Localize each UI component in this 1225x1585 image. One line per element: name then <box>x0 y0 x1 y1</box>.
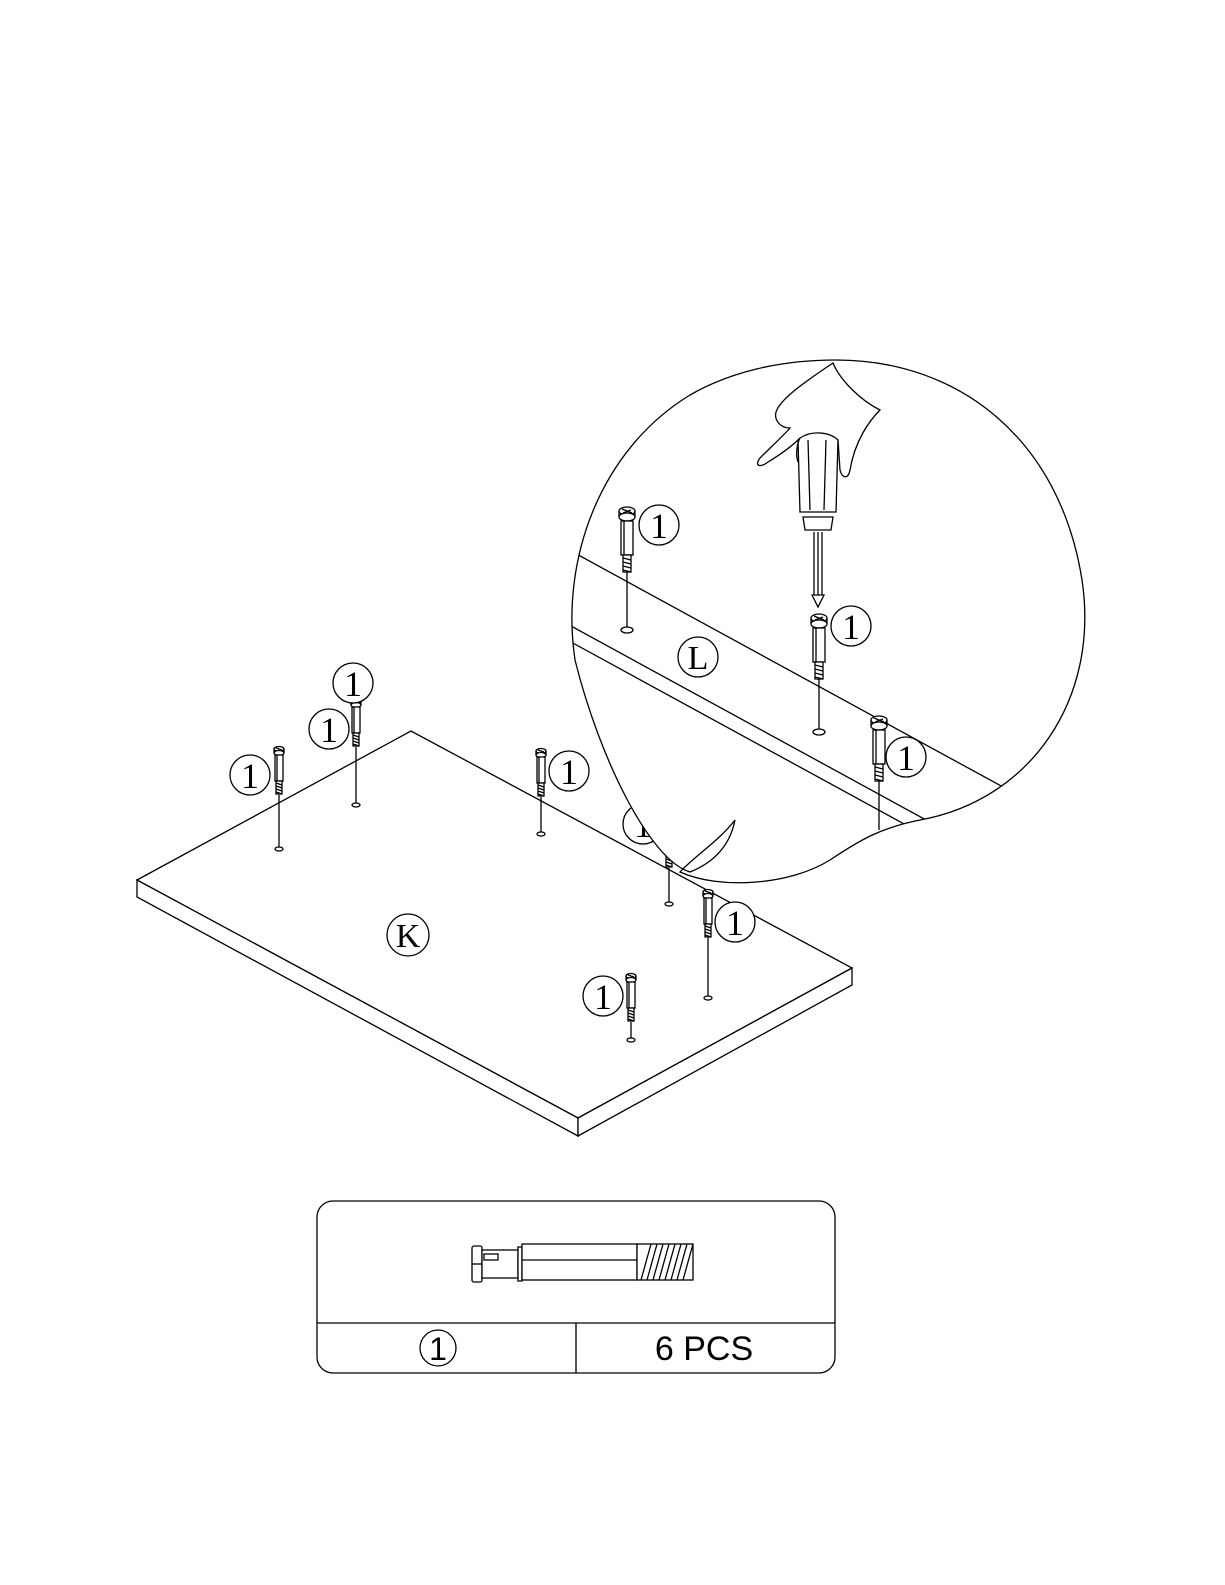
part-id-label: 1 <box>429 1331 447 1367</box>
callout-bubble: 1 <box>831 606 871 647</box>
callout-number: 1 <box>344 664 362 704</box>
callout-number: 1 <box>842 607 860 647</box>
cam-bolt-icon <box>472 1244 693 1282</box>
panel-letter: K <box>396 918 421 955</box>
parts-table-part-id: 1 <box>420 1330 456 1367</box>
callout-bubble: 1 <box>333 663 373 704</box>
detail-magnifier: 1 1 1 L <box>560 360 1100 931</box>
callout-number: 1 <box>594 977 612 1017</box>
callout-number: 1 <box>560 752 578 792</box>
panel-letter: L <box>688 640 709 677</box>
callout-number: 1 <box>726 903 744 943</box>
callout-bubble: 1 <box>639 505 679 546</box>
part-quantity: 6 PCS <box>655 1330 753 1368</box>
callout-bubble: 1 <box>549 751 589 792</box>
callout-bubble: 1 <box>583 976 623 1017</box>
callout-bubble: 1 <box>715 902 755 943</box>
callout-number: 1 <box>897 738 915 778</box>
parts-table: 1 6 PCS <box>317 1201 835 1373</box>
callout-number: 1 <box>320 710 338 750</box>
panel-label-k: K <box>387 914 429 956</box>
callout-number: 1 <box>241 756 259 796</box>
callout-bubble: 1 <box>309 709 349 750</box>
panel-label-l: L <box>678 637 718 677</box>
callout-bubble: 1 <box>886 737 926 778</box>
callout-number: 1 <box>650 506 668 546</box>
callout-bubble: 1 <box>230 755 270 796</box>
